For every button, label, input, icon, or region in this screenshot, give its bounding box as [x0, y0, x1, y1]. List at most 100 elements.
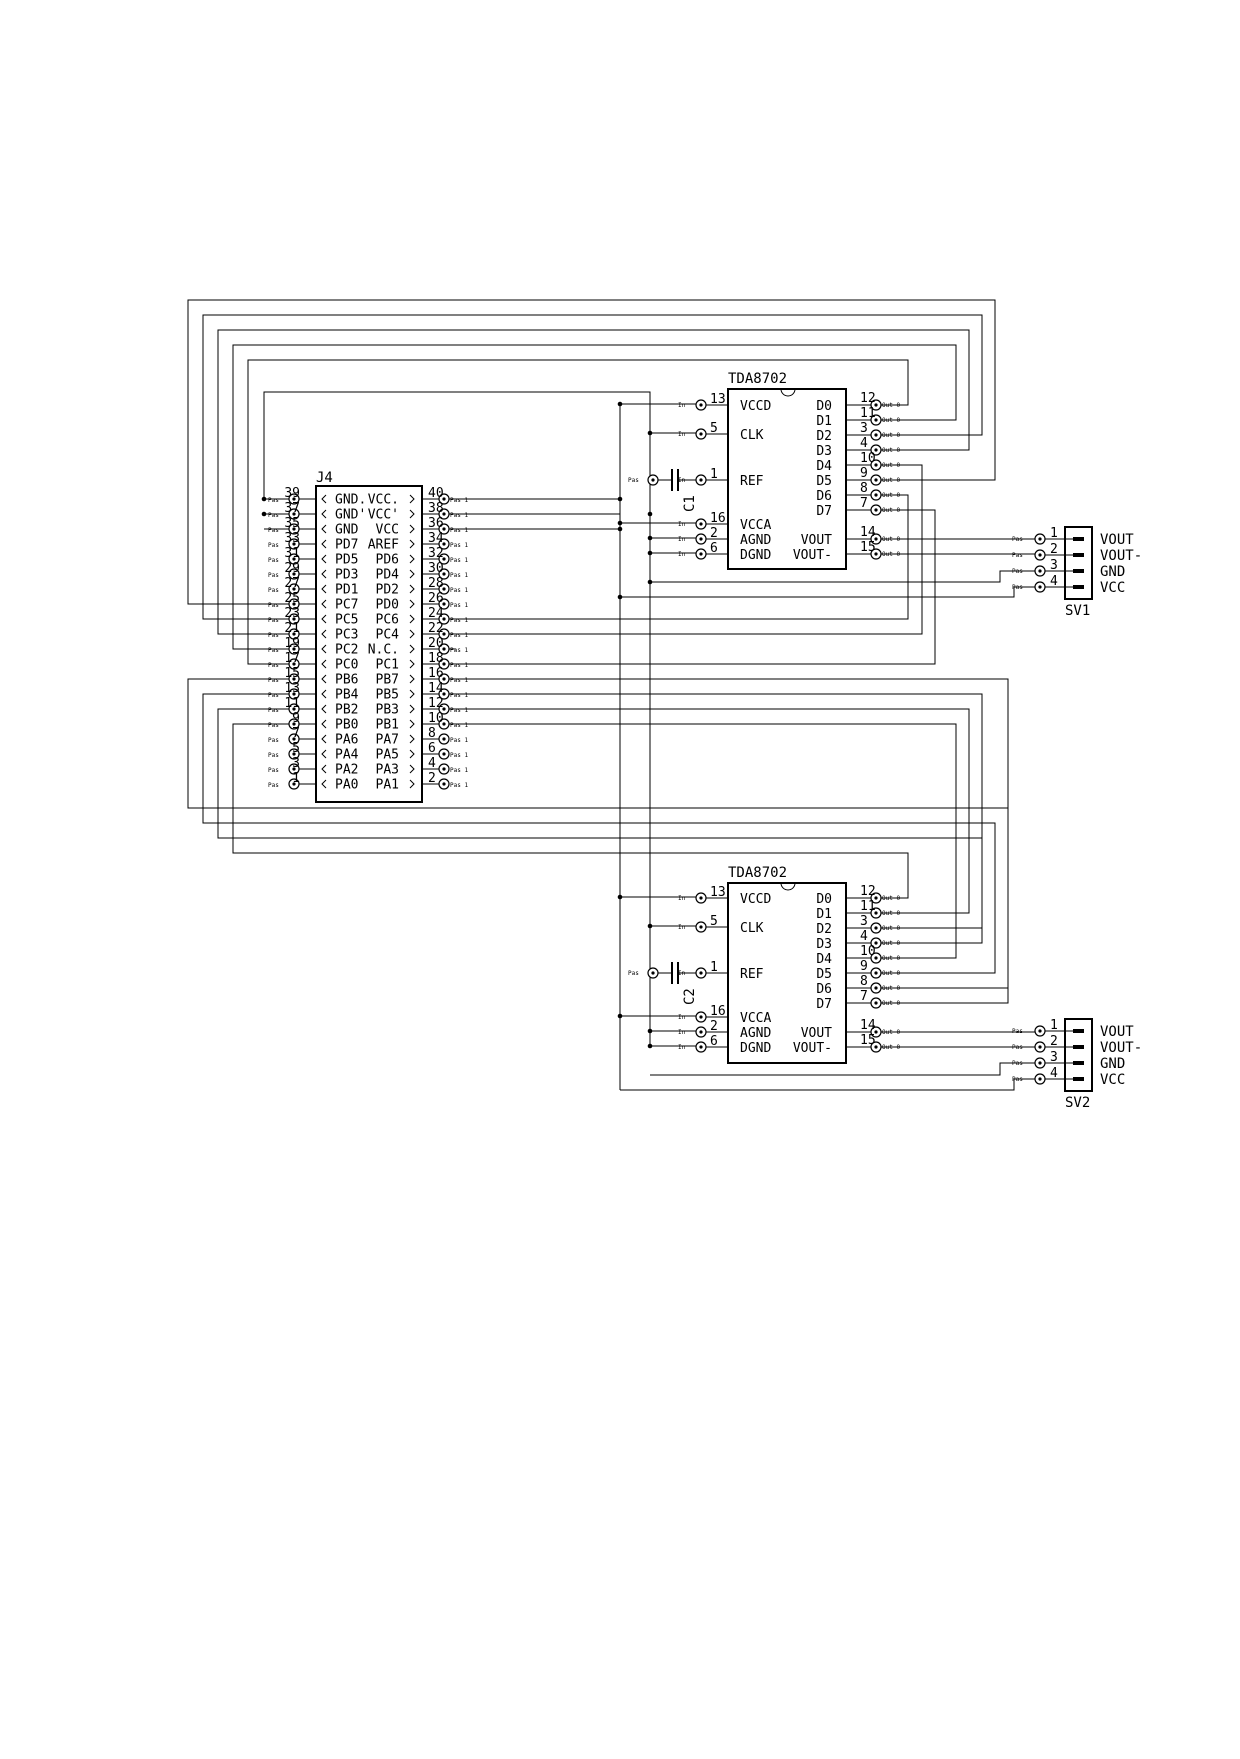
j4-pin-number: 26	[428, 591, 444, 606]
pin-arrow	[321, 644, 327, 654]
pad-tag: Pas 1	[450, 542, 468, 549]
pin-arrow	[321, 539, 327, 549]
pad-tag: Out 0	[882, 447, 900, 454]
pad-center	[442, 512, 446, 516]
dac-pin-label: D1	[816, 907, 832, 922]
dac-body	[727, 882, 847, 1064]
pad-center	[874, 463, 878, 467]
pad-tag: Pas	[268, 542, 279, 549]
j4-pin-label-left: PA6	[335, 733, 358, 748]
pin-arrow	[409, 599, 415, 609]
cap-name: C2	[682, 988, 698, 1005]
dac-pin-number: 16	[710, 511, 726, 526]
pad-tag: In	[678, 536, 686, 543]
dac-pin-number: 1	[710, 467, 718, 482]
pad-center	[442, 737, 446, 741]
j4-pin-number: 8	[428, 726, 436, 741]
j4-pin-label-right: VCC	[376, 523, 399, 538]
j4-pin-number-left: 9	[292, 711, 300, 726]
pad-center	[442, 782, 446, 786]
wire	[247, 359, 909, 665]
header-pin-label: VOUT-	[1100, 1040, 1142, 1056]
pin-arrow	[409, 674, 415, 684]
j4-pin-label-right: PD0	[376, 598, 399, 613]
dac-pin-label: D7	[816, 504, 832, 519]
j4-pin-number-left: 39	[284, 486, 300, 501]
j4-pin-number: 10	[428, 711, 444, 726]
j4-pin-label-left: PC3	[335, 628, 358, 643]
header-pin-number: 2	[1050, 542, 1058, 557]
pad-tag: In	[678, 1014, 686, 1021]
header-pin-number: 4	[1050, 1066, 1058, 1081]
j4-pin-number: 38	[428, 501, 444, 516]
pad-center	[442, 677, 446, 681]
j4-pin-label-right: PD6	[376, 553, 399, 568]
pad-tag: Pas	[268, 512, 279, 519]
j4-pin-number-left: 15	[284, 666, 300, 681]
dac-pin-number: 7	[860, 496, 868, 511]
pin-arrow	[321, 599, 327, 609]
dac-pin-number: 12	[860, 391, 876, 406]
dac-pin-label: VOUT-	[793, 1041, 832, 1056]
pad-tag: Pas 1	[450, 707, 468, 714]
pad-center	[1038, 1077, 1042, 1081]
pad-center	[699, 1045, 703, 1049]
j4-pin-number: 2	[428, 771, 436, 786]
pad-center	[874, 448, 878, 452]
pad-center	[292, 527, 296, 531]
pad-tag: Pas	[268, 737, 279, 744]
dac-pin-label: VCCD	[740, 892, 771, 907]
pad-center	[874, 537, 878, 541]
pin-arrow	[321, 569, 327, 579]
pad-tag: Pas 1	[450, 527, 468, 534]
pad-center	[874, 418, 878, 422]
pad-tag: In	[678, 1044, 686, 1051]
j4-pin-label-right: PB5	[376, 688, 399, 703]
pad-center	[442, 557, 446, 561]
pin-arrow	[321, 779, 327, 789]
dac-pin-label: DGND	[740, 1041, 771, 1056]
pin-arrow	[409, 509, 415, 519]
pad-tag: Pas	[268, 767, 279, 774]
header-body	[1064, 526, 1093, 600]
pad-center	[292, 497, 296, 501]
pad-tag: In	[678, 477, 686, 484]
j4-pin-label-right: PB7	[376, 673, 399, 688]
wire	[449, 464, 923, 635]
pad-center	[651, 971, 655, 975]
dac-pin-number: 16	[710, 1004, 726, 1019]
pin-arrow	[409, 554, 415, 564]
j4-pin-number-left: 3	[292, 756, 300, 771]
pad-center	[699, 403, 703, 407]
j4-pin-number-left: 17	[284, 651, 300, 666]
j4-name: J4	[316, 470, 333, 486]
pad-center	[1038, 1045, 1042, 1049]
j4-pin-number: 20	[428, 636, 444, 651]
junction-dot	[647, 1043, 653, 1049]
pad-center	[292, 557, 296, 561]
pad-center	[699, 537, 703, 541]
pad-tag: Pas	[268, 557, 279, 564]
j4-pin-label-left: GND'	[335, 508, 366, 523]
pad-center	[292, 722, 296, 726]
dac-pin-label: D6	[816, 982, 832, 997]
pad-center	[292, 662, 296, 666]
pad-center	[292, 707, 296, 711]
dac-pin-label: D4	[816, 459, 832, 474]
pad-tag: In	[678, 924, 686, 931]
pad-tag: Pas	[268, 497, 279, 504]
dac-pin-number: 4	[860, 929, 868, 944]
dac-pin-number: 1	[710, 960, 718, 975]
pin-arrow	[321, 629, 327, 639]
header-pin	[1073, 1077, 1084, 1081]
pad-center	[874, 1030, 878, 1034]
pad-center	[442, 647, 446, 651]
j4-pin-label-right: PA1	[376, 778, 399, 793]
wire	[217, 708, 983, 944]
header-name: SV2	[1065, 1095, 1090, 1111]
junction-dot	[647, 535, 653, 541]
pad-center	[292, 767, 296, 771]
pin-arrow	[321, 704, 327, 714]
dac-pin-number: 3	[860, 421, 868, 436]
pad-tag: Pas	[268, 602, 279, 609]
